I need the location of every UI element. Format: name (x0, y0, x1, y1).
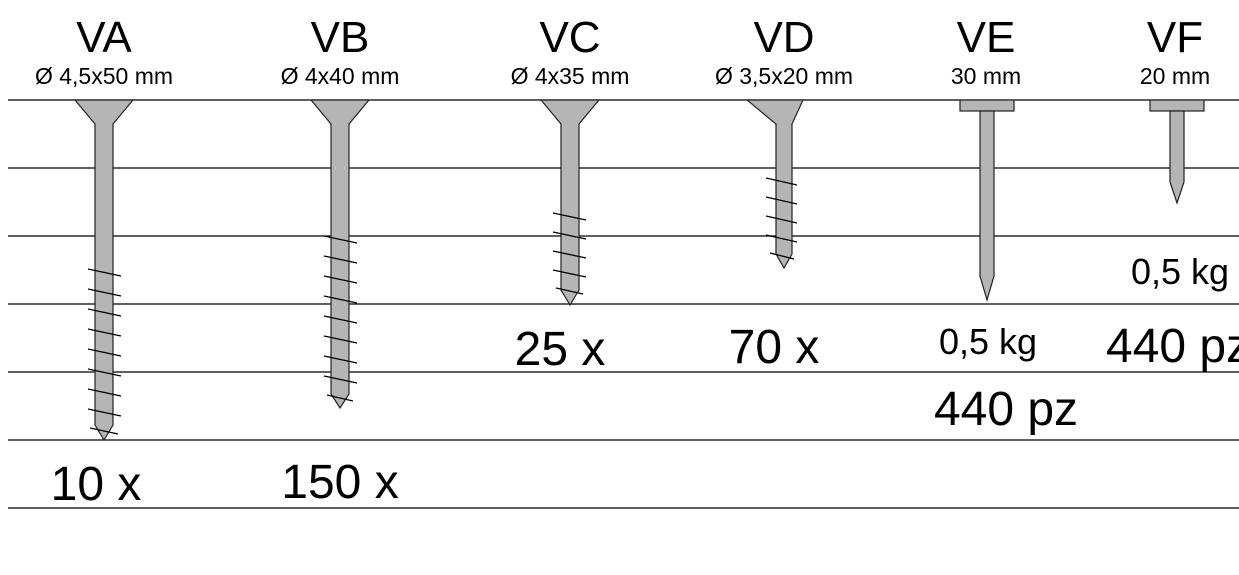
nail-ve: VE 30 mm 0,5 kg 440 pz (934, 13, 1078, 436)
nail-vf: VF 20 mm 0,5 kg 440 pz (1106, 13, 1239, 373)
nail-ve-icon (979, 110, 995, 303)
nail-vf-icon (1169, 110, 1185, 205)
screw-vb-threads (323, 235, 358, 402)
screw-va: VA Ø 4,5x50 mm 10 x (35, 13, 173, 511)
fastener-spec: Ø 4x35 mm (511, 63, 630, 89)
screw-vd-threads (765, 177, 798, 260)
fastener-quantity: 150 x (281, 456, 398, 509)
fastener-pieces: 440 pz (934, 383, 1078, 436)
fastener-name: VA (76, 13, 132, 62)
fastener-name: VB (311, 13, 370, 62)
reference-rules (8, 99, 1239, 509)
screw-vd: VD Ø 3,5x20 mm 70 x (715, 13, 853, 374)
fastener-quantity: 10 x (51, 458, 142, 511)
screw-vc: VC Ø 4x35 mm 25 x (511, 13, 630, 376)
fastener-weight: 0,5 kg (1131, 251, 1229, 292)
fastener-name: VE (957, 13, 1016, 62)
fastener-spec: 20 mm (1140, 63, 1210, 89)
screw-vc-threads (552, 212, 587, 295)
screw-va-icon (73, 99, 135, 442)
nail-vf-head-icon (1149, 99, 1205, 112)
screw-vd-icon (745, 99, 804, 270)
screw-vb: VB Ø 4x40 mm 150 x (281, 13, 400, 509)
fastener-spec: 30 mm (951, 63, 1021, 89)
fastener-name: VC (539, 13, 600, 62)
screw-va-threads (87, 268, 122, 435)
fastener-name: VF (1147, 13, 1203, 62)
nail-ve-head-icon (959, 99, 1015, 112)
fastener-quantity: 25 x (515, 323, 606, 376)
fastener-pieces: 440 pz (1106, 320, 1239, 373)
fastener-spec: Ø 4x40 mm (281, 63, 400, 89)
screw-vc-icon (539, 99, 601, 307)
fastener-weight: 0,5 kg (939, 321, 1037, 362)
fastener-name: VD (753, 13, 814, 62)
fastener-quantity: 70 x (729, 321, 820, 374)
fastener-spec: Ø 3,5x20 mm (715, 63, 853, 89)
screw-vb-icon (309, 99, 371, 410)
fastener-spec: Ø 4,5x50 mm (35, 63, 173, 89)
